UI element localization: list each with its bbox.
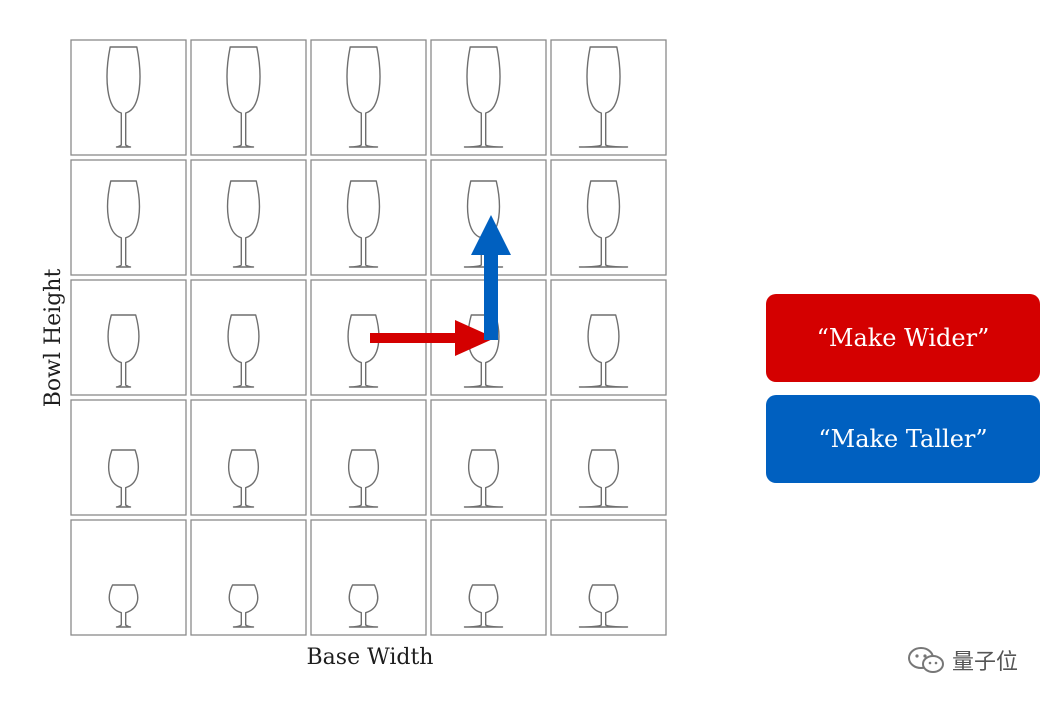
- cell-frame: [430, 399, 547, 516]
- wine-glass-icon: [578, 584, 629, 628]
- wine-glass-icon: [463, 584, 504, 628]
- wine-glass-icon: [463, 449, 504, 508]
- glass-cell: [190, 159, 307, 276]
- glass-cell: [550, 519, 667, 636]
- glass-cell: [190, 279, 307, 396]
- watermark-text: 量子位: [952, 650, 1019, 675]
- cell-frame: [550, 279, 667, 396]
- wine-glass-icon: [578, 46, 629, 148]
- glass-cell: [70, 519, 187, 636]
- watermark: 量子位: [906, 644, 1018, 676]
- wine-glass-icon: [348, 449, 379, 508]
- wine-glass-icon: [346, 180, 381, 268]
- wine-glass-icon: [107, 314, 140, 388]
- glass-cell: [310, 159, 427, 276]
- cell-frame: [190, 399, 307, 516]
- wine-glass-icon: [226, 46, 261, 148]
- glass-cell: [190, 519, 307, 636]
- cell-frame: [70, 279, 187, 396]
- glass-cell: [310, 399, 427, 516]
- wine-glass-icon: [578, 314, 629, 388]
- wine-glass-icon: [346, 46, 381, 148]
- wine-glass-icon: [108, 449, 139, 508]
- wine-glass-icon: [463, 180, 504, 268]
- wine-glass-icon: [228, 584, 259, 628]
- wine-glass-icon: [227, 314, 260, 388]
- wine-glass-icon: [228, 449, 259, 508]
- wine-glass-icon: [347, 314, 380, 388]
- cell-frame: [430, 39, 547, 156]
- y-axis-label: Bowl Height: [41, 269, 66, 408]
- cell-frame: [190, 279, 307, 396]
- make-taller-arrow: [471, 215, 511, 340]
- cell-frame: [310, 39, 427, 156]
- cell-frame: [430, 519, 547, 636]
- glass-cell: [190, 39, 307, 156]
- cell-frame: [550, 399, 667, 516]
- cell-frame: [310, 159, 427, 276]
- cell-frame: [310, 519, 427, 636]
- make-wider-label: “Make Wider”: [816, 324, 990, 352]
- wine-glass-icon: [106, 180, 141, 268]
- cell-frame: [70, 39, 187, 156]
- wine-glass-icon: [463, 46, 504, 148]
- wine-glass-icon: [106, 46, 141, 148]
- glass-cell: [70, 399, 187, 516]
- cell-frame: [190, 39, 307, 156]
- cell-frame: [550, 519, 667, 636]
- glass-grid: [70, 39, 667, 636]
- cell-frame: [190, 159, 307, 276]
- cell-frame: [70, 519, 187, 636]
- glass-cell: [550, 39, 667, 156]
- wine-glass-icon: [226, 180, 261, 268]
- glass-cell: [550, 279, 667, 396]
- make-wider-arrow: [370, 320, 495, 356]
- wine-glass-icon: [578, 180, 629, 268]
- wine-glass-icon: [348, 584, 379, 628]
- wine-glass-icon: [108, 584, 139, 628]
- glass-cell: [430, 519, 547, 636]
- cell-frame: [310, 399, 427, 516]
- glass-cell: [70, 39, 187, 156]
- glass-cell: [550, 399, 667, 516]
- glass-cell: [430, 399, 547, 516]
- glass-cell: [550, 159, 667, 276]
- arrows: [370, 215, 511, 356]
- wechat-icon: [908, 647, 944, 673]
- cell-frame: [70, 399, 187, 516]
- cell-frame: [550, 39, 667, 156]
- glass-cell: [430, 39, 547, 156]
- make-taller-button[interactable]: “Make Taller”: [766, 395, 1040, 483]
- x-axis-label: Base Width: [307, 645, 434, 670]
- glass-cell: [70, 279, 187, 396]
- cell-frame: [190, 519, 307, 636]
- cell-frame: [70, 159, 187, 276]
- cell-frame: [550, 159, 667, 276]
- wine-glass-icon: [463, 314, 504, 388]
- glass-cell: [310, 519, 427, 636]
- make-taller-label: “Make Taller”: [818, 425, 988, 453]
- glass-cell: [190, 399, 307, 516]
- make-wider-button[interactable]: “Make Wider”: [766, 294, 1040, 382]
- wine-glass-icon: [578, 449, 629, 508]
- glass-cell: [70, 159, 187, 276]
- glass-cell: [310, 39, 427, 156]
